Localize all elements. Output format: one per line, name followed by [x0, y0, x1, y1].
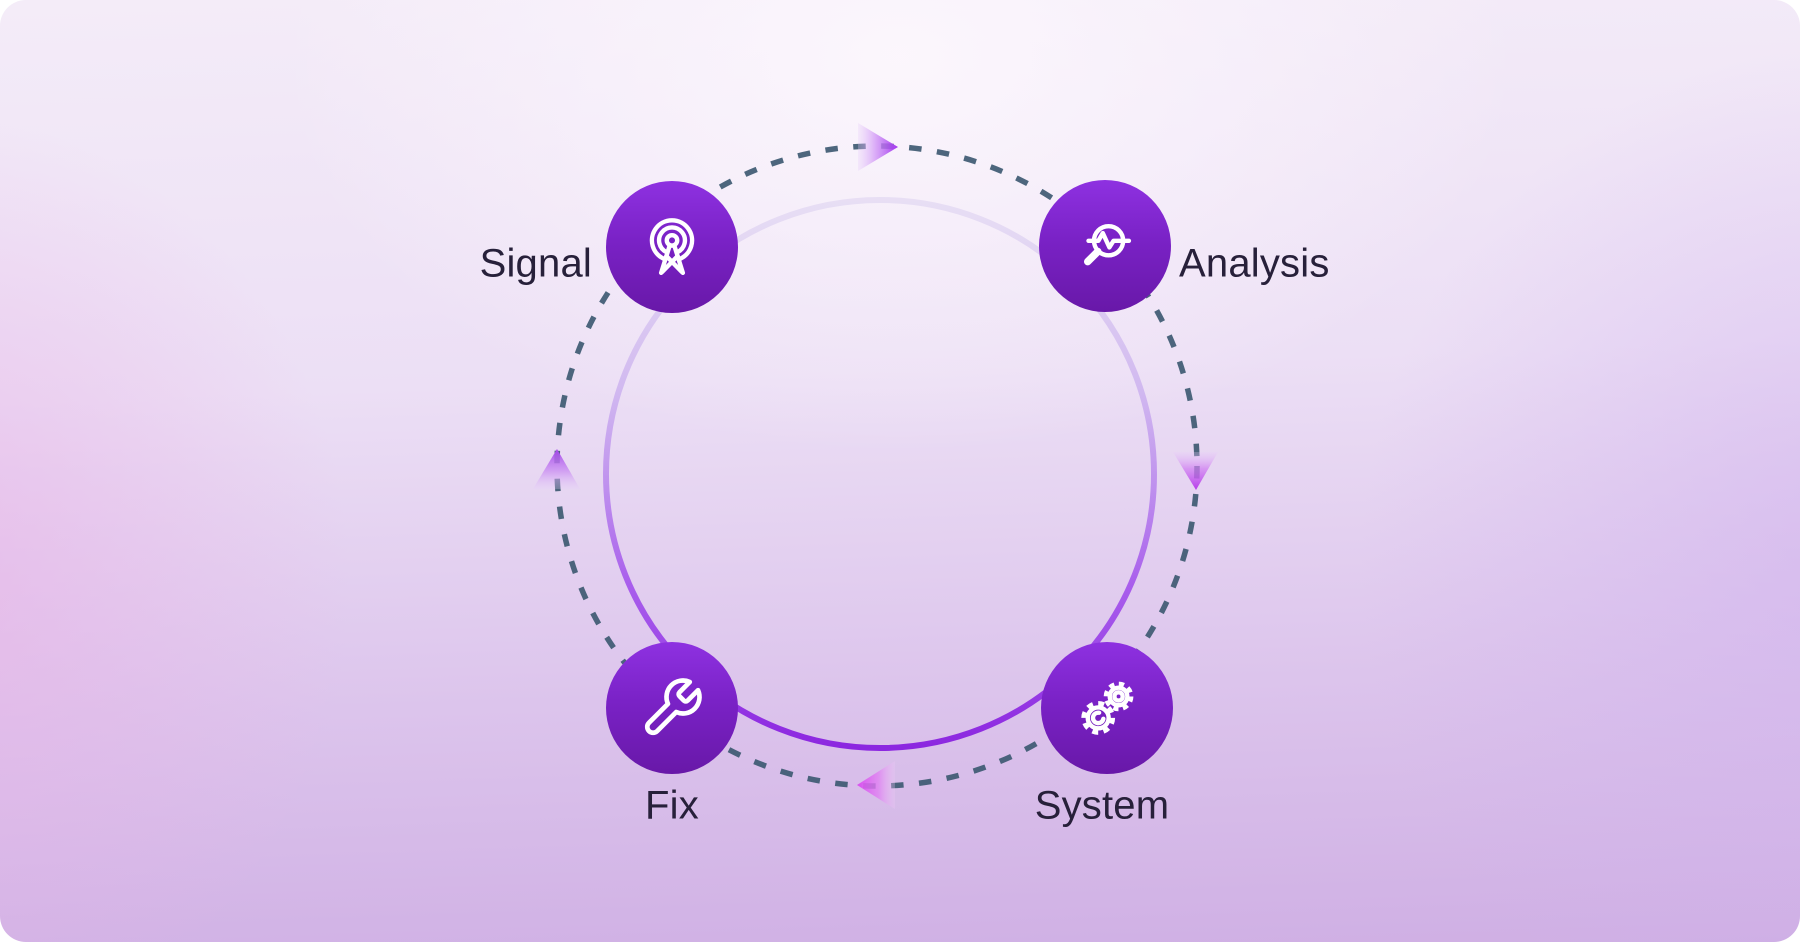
gears-icon [1081, 681, 1134, 735]
flow-arrow-left [533, 449, 580, 489]
flow-arrow-bottom [857, 761, 895, 809]
magnifier-waveform-icon [1083, 224, 1132, 266]
wrench-icon [644, 678, 702, 736]
broadcast-antenna-icon [649, 218, 695, 276]
node-fix [606, 642, 738, 774]
node-label-signal: Signal [479, 241, 592, 286]
node-label-fix: Fix [645, 783, 699, 828]
node-analysis [1039, 180, 1171, 312]
node-label-analysis: Analysis [1179, 241, 1330, 286]
inner-gradient-ring [603, 197, 1157, 751]
node-signal [606, 181, 738, 313]
node-system [1041, 642, 1173, 774]
flow-arrow-top [858, 123, 898, 171]
flow-arrow-right [1173, 452, 1218, 490]
node-label-system: System [1034, 783, 1170, 828]
